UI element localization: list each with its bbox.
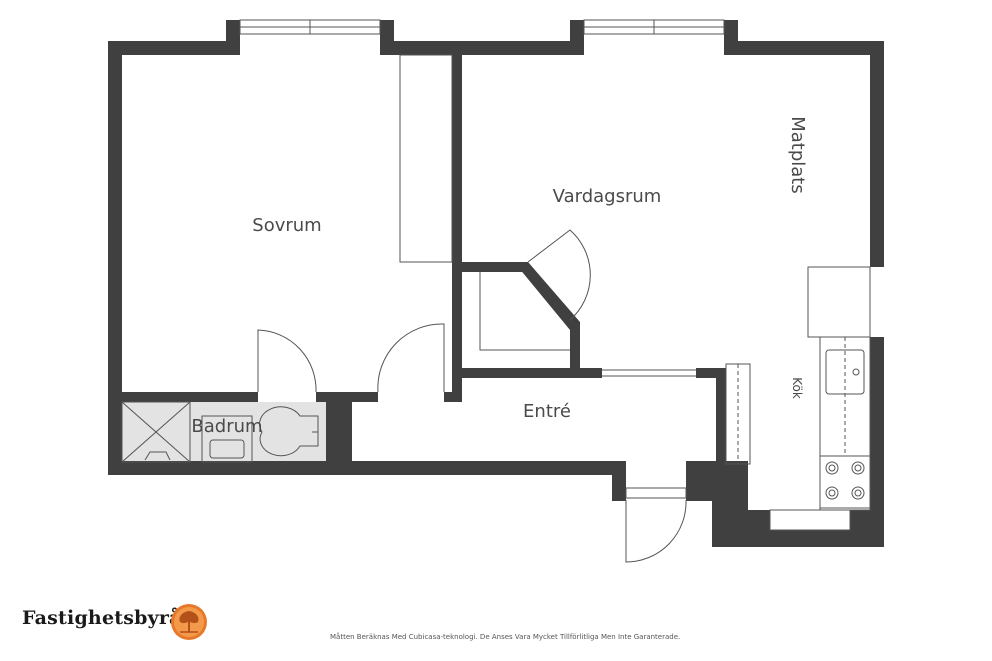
room-label-sovrum: Sovrum	[252, 215, 321, 236]
tree-logo-icon	[171, 604, 207, 640]
room-label-badrum: Badrum	[191, 416, 262, 437]
room-label-vardagsrum: Vardagsrum	[553, 186, 662, 207]
room-label-entre: Entré	[523, 401, 571, 422]
room-label-matplats: Matplats	[787, 116, 808, 194]
brand-name: Fastighetsbyrån	[22, 607, 196, 629]
walls	[108, 20, 884, 547]
disclaimer-text: Måtten Beräknas Med Cubicasa-teknologi. …	[330, 633, 681, 641]
room-label-kok: Kök	[790, 377, 804, 399]
fixtures	[121, 54, 871, 563]
